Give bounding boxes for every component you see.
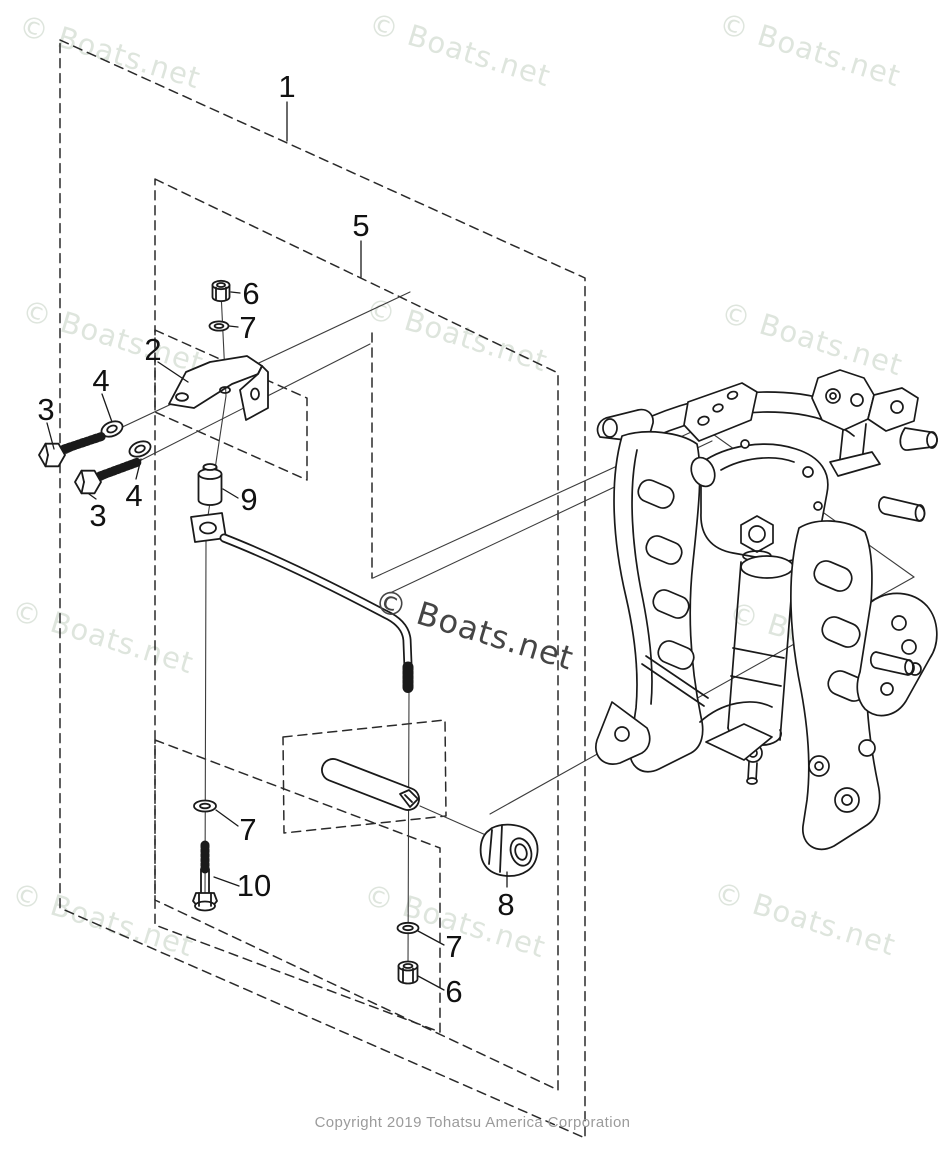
callout-10: 10: [237, 868, 271, 903]
part-3-bolt-upper: [38, 431, 108, 468]
callout-7-mid: 7: [239, 812, 256, 847]
callout-2: 2: [144, 332, 161, 367]
copyright-notice: Copyright 2019 Tohatsu America Corporati…: [314, 1114, 631, 1131]
part-7-washer-mid: [193, 799, 217, 813]
callout-leader-lines: [46, 101, 508, 991]
center-axis-lines: [204, 291, 489, 967]
part-6-locknut-top: [211, 279, 231, 303]
callout-7-bottom: 7: [445, 929, 462, 964]
callout-3-upper: 3: [37, 392, 54, 427]
boundary-box-bolt: [154, 739, 441, 1033]
callout-6-top: 6: [242, 276, 259, 311]
boundary-box-1: [59, 39, 586, 1139]
part-sleeve: [321, 758, 420, 811]
callout-4-upper: 4: [92, 363, 109, 398]
callout-1: 1: [278, 69, 295, 104]
part-2-bracket: [168, 355, 269, 421]
part-4-washer-lower: [128, 440, 152, 458]
assembly-boundary-boxes: [59, 39, 586, 1139]
callout-8: 8: [497, 887, 514, 922]
callout-9: 9: [240, 482, 257, 517]
part-7-washer-bottom: [396, 921, 420, 935]
boundary-box-sleeve: [282, 719, 447, 834]
part-8-grommet: [479, 823, 539, 877]
part-10-bolt: [192, 840, 218, 912]
boundary-box-5: [154, 178, 559, 1091]
callout-4-lower: 4: [125, 478, 142, 513]
part-6-nut-bottom: [397, 960, 419, 985]
part-9-rubber-mount: [197, 463, 223, 506]
engine-bracket-assembly-drawing: [595, 369, 938, 851]
part-3-bolt-lower: [74, 457, 143, 495]
part-link-rod: [190, 512, 414, 695]
callout-5: 5: [352, 208, 369, 243]
callout-3-lower: 3: [89, 498, 106, 533]
callout-7-top: 7: [239, 310, 256, 345]
callout-6-bottom: 6: [445, 974, 462, 1009]
part-7-washer-top: [208, 320, 230, 332]
